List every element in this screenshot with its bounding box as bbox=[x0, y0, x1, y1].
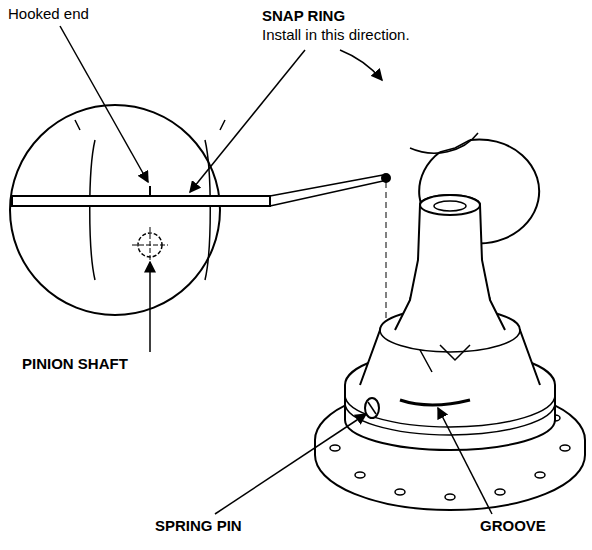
part-label: Hooked end bbox=[8, 6, 89, 23]
groove bbox=[400, 400, 470, 405]
part-label: PINION SHAFT bbox=[22, 356, 128, 373]
part-label: SNAP RING bbox=[262, 8, 345, 25]
spring-pin bbox=[365, 398, 379, 418]
detail-circle bbox=[10, 105, 220, 315]
hub bbox=[418, 195, 482, 260]
snap-ring-section bbox=[12, 196, 270, 206]
part-label: SPRING PIN bbox=[155, 518, 242, 535]
part-label: GROOVE bbox=[480, 518, 546, 535]
note-text: Install in this direction. bbox=[262, 27, 410, 44]
